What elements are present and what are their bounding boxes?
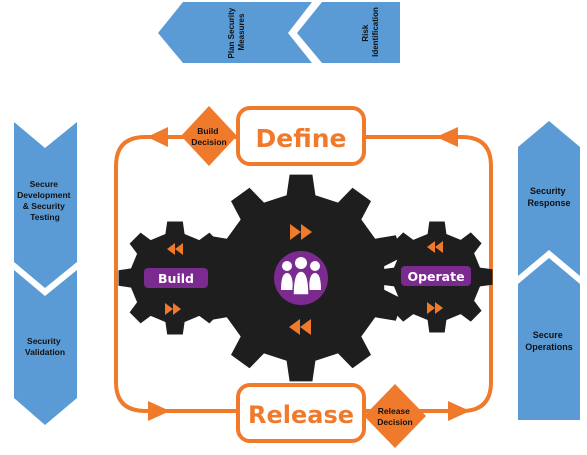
svg-text:Release Decision: Release Decision bbox=[377, 406, 412, 427]
left-arrow-2-line-2: Validation bbox=[25, 347, 65, 357]
loop-arrowhead-top-right bbox=[436, 127, 458, 147]
svg-text:Secure Operations: Secure Operations bbox=[525, 330, 573, 352]
svg-text:Security Validation: Security Validation bbox=[25, 336, 65, 357]
build-decision-diamond: Build Decision bbox=[181, 106, 237, 166]
svg-text:Secure Development: Secure Development & Security Testing bbox=[17, 179, 73, 222]
release-label: Release bbox=[248, 401, 354, 429]
left-gear-rewind-icon bbox=[167, 243, 183, 255]
release-decision-diamond: Release Decision bbox=[364, 384, 426, 448]
people-group-icon bbox=[274, 251, 328, 305]
left-gear-fast-forward-icon bbox=[165, 303, 181, 315]
svg-text:Security Response: Security Response bbox=[527, 186, 570, 208]
left-arrow-secure-development: Secure Development & Security Testing bbox=[14, 122, 77, 288]
left-arrow-1-line-4: Testing bbox=[30, 212, 60, 222]
center-fast-forward-icon bbox=[290, 224, 312, 240]
build-decision-line-1: Build bbox=[197, 126, 218, 136]
right-arrow-1-line-1: Security bbox=[530, 186, 566, 196]
svg-text:Build Decision: Build Decision bbox=[191, 126, 226, 147]
right-gear-rewind-icon bbox=[427, 241, 443, 253]
right-arrow-2-line-2: Operations bbox=[525, 342, 573, 352]
left-arrow-1-line-3: & Security bbox=[23, 201, 65, 211]
build-gear-badge: Build bbox=[144, 268, 208, 288]
right-arrow-1-line-2: Response bbox=[527, 198, 570, 208]
loop-arrowhead-bottom-right bbox=[448, 401, 470, 421]
left-arrow-1-line-2: Development bbox=[17, 190, 71, 200]
build-gear-label: Build bbox=[158, 271, 194, 286]
release-decision-line-1: Release bbox=[378, 406, 410, 416]
center-rewind-icon bbox=[289, 319, 311, 335]
top-arrow-1-line-2: Measures bbox=[237, 13, 246, 50]
release-phase-box: Release bbox=[236, 383, 366, 443]
svg-text:Risk Identification: Risk Identification bbox=[361, 7, 380, 57]
right-arrow-2-line-1: Secure bbox=[533, 330, 563, 340]
top-arrow-1-line-1: Plan Security bbox=[227, 7, 236, 58]
loop-arrowhead-top-left bbox=[147, 127, 168, 147]
build-decision-line-2: Decision bbox=[191, 137, 226, 147]
right-gear-fast-forward-icon bbox=[427, 302, 443, 314]
right-arrow-secure-operations: Secure Operations bbox=[518, 258, 580, 420]
left-arrow-2-line-1: Security bbox=[27, 336, 61, 346]
top-arrow-2-line-2: Identification bbox=[371, 7, 380, 57]
release-decision-line-2: Decision bbox=[377, 417, 412, 427]
top-arrow-risk-identification: Risk Identification bbox=[297, 2, 400, 63]
left-arrow-1-line-1: Secure bbox=[30, 179, 59, 189]
operate-gear-badge: Operate bbox=[401, 266, 471, 286]
svg-text:Plan Security Measures: Plan Security Measures bbox=[227, 6, 246, 59]
define-label: Define bbox=[256, 124, 347, 153]
left-arrow-security-validation: Security Validation bbox=[14, 270, 77, 425]
define-phase-box: Define bbox=[236, 106, 366, 166]
top-arrow-2-line-1: Risk bbox=[361, 24, 370, 41]
loop-arrowhead-bottom-left bbox=[148, 401, 170, 421]
operate-gear-label: Operate bbox=[407, 269, 464, 284]
right-arrow-security-response: Security Response bbox=[518, 121, 580, 276]
top-arrow-plan-security-measures: Plan Security Measures bbox=[158, 2, 312, 63]
